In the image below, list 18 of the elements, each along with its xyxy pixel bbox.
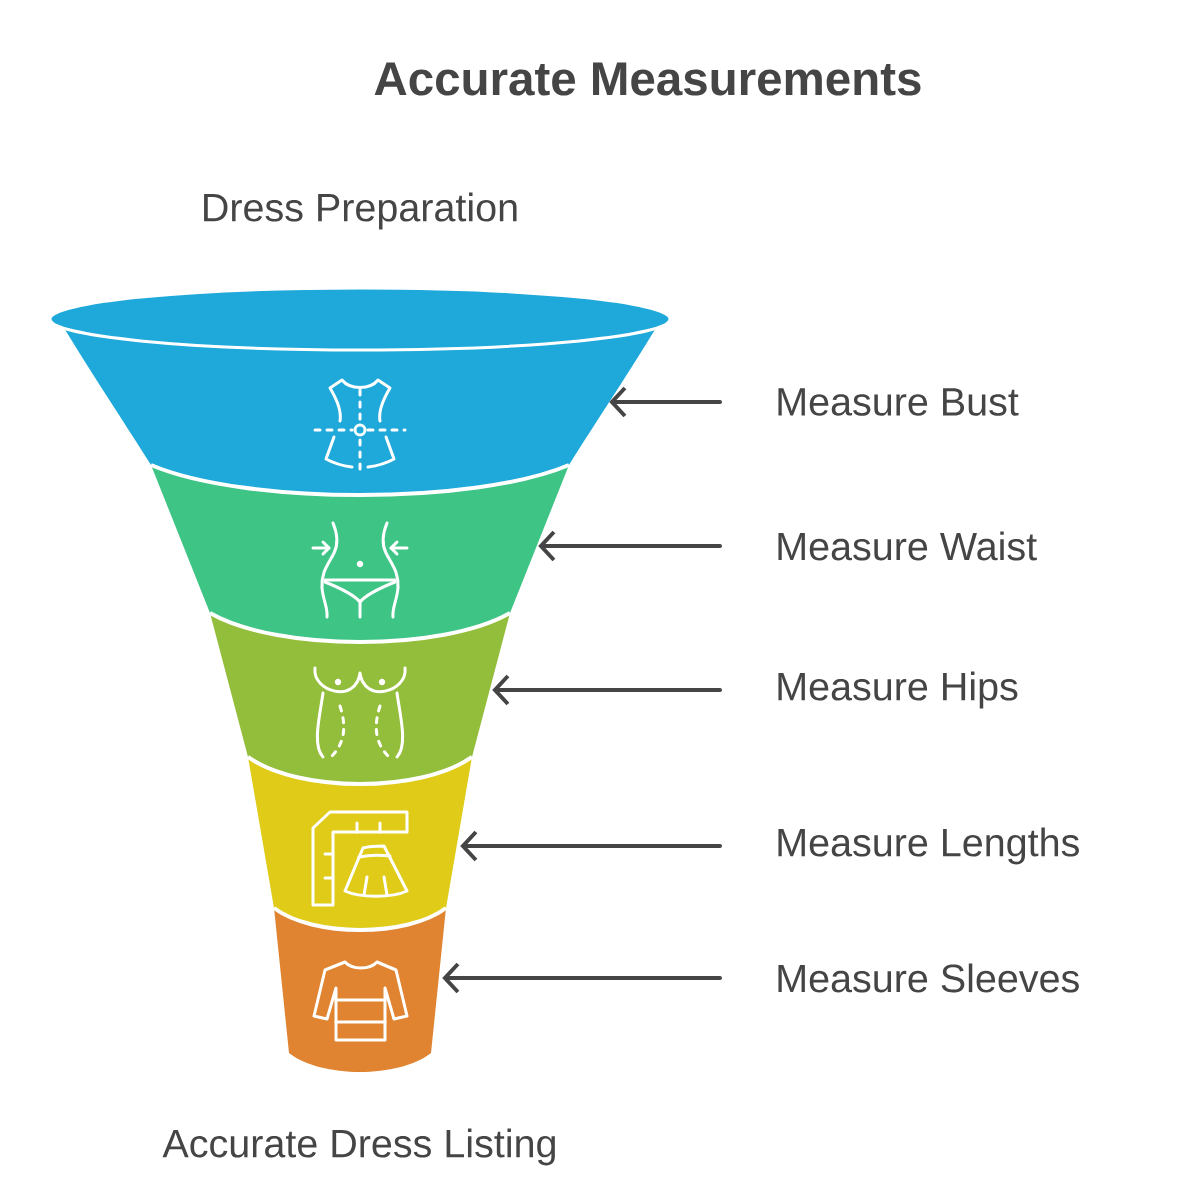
step-label: Measure Waist bbox=[778, 531, 1037, 561]
funnel-band bbox=[150, 463, 570, 642]
step-label: Measure Hips bbox=[778, 671, 1018, 709]
arrow bbox=[460, 830, 722, 862]
step-label: Measure Bust bbox=[778, 388, 1019, 416]
funnel-band bbox=[48, 286, 672, 495]
arrow bbox=[492, 674, 722, 706]
arrow bbox=[538, 530, 722, 562]
arrow bbox=[442, 962, 722, 994]
funnel-band bbox=[247, 755, 473, 930]
funnel-label: Accurate Dress Listing bbox=[162, 1128, 555, 1166]
step-label: Measure Sleeves bbox=[778, 963, 1079, 993]
title: Accurate Measurements bbox=[374, 62, 921, 96]
funnel-band bbox=[272, 906, 448, 1072]
funnel-label: Dress Preparation bbox=[204, 192, 517, 230]
funnel-band bbox=[209, 611, 511, 784]
step-label: Measure Lengths bbox=[778, 827, 1079, 865]
arrow bbox=[609, 386, 722, 418]
